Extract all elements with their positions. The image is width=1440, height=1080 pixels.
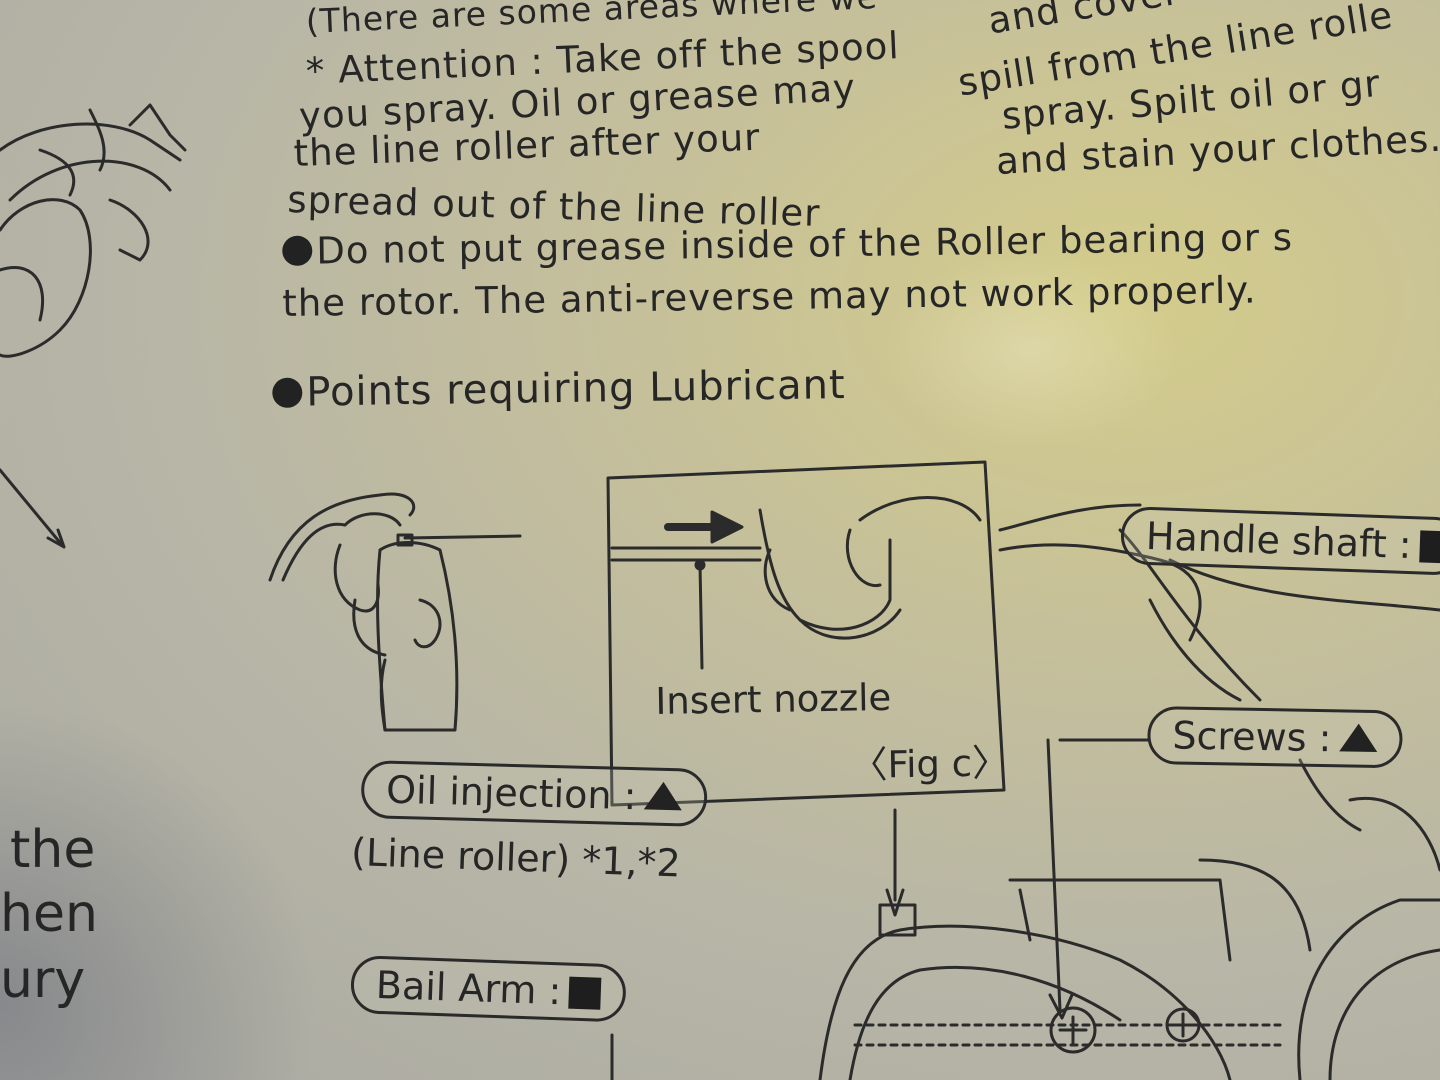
- fig-c-box: [606, 460, 1006, 807]
- reel-illustration-top-left: [0, 103, 187, 358]
- bail-arm-label: Bail Arm :: [349, 955, 628, 1023]
- handle-shaft-label: Handle shaft :: [1119, 506, 1440, 576]
- screws-text: Screws :: [1172, 713, 1332, 761]
- fig-c-label: 〈Fig c〉: [850, 741, 1010, 787]
- spray-can-illustration: [268, 492, 522, 732]
- handle-shaft-text: Handle shaft :: [1145, 513, 1413, 568]
- bail-arm-text: Bail Arm :: [375, 962, 563, 1014]
- left-fragment-3: ury: [0, 950, 86, 1010]
- left-fragment-1: the: [10, 820, 96, 880]
- insert-nozzle-label: Insert nozzle: [655, 675, 892, 723]
- square-icon: [1418, 530, 1440, 564]
- left-fragment-2: hen: [0, 884, 98, 944]
- screws-label: Screws :: [1146, 706, 1403, 769]
- oil-injection-text: Oil injection :: [385, 767, 637, 819]
- square-icon: [568, 976, 602, 1010]
- triangle-icon: [1339, 723, 1378, 753]
- oil-injection-label: Oil injection :: [360, 760, 709, 828]
- triangle-icon: [644, 781, 683, 811]
